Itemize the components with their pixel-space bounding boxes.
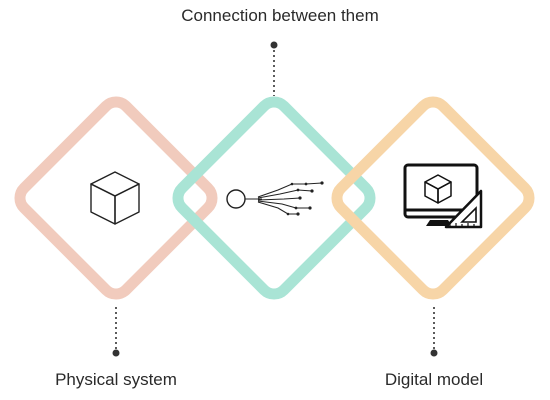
connection-connector-dot [270,41,278,49]
computer-model-icon [403,163,483,229]
digital-model-label: Digital model [384,370,484,389]
physical-system-diamond [14,96,218,300]
digital-connector-dot [430,349,438,357]
cube-icon [90,171,140,225]
physical-system-label: Physical system [55,370,177,389]
digital-model-diamond [331,96,535,300]
connection-diamond [172,96,376,300]
circuit-node-icon [226,181,324,216]
physical-connector-dot [112,349,120,357]
connection-label: Connection between them [181,6,379,25]
